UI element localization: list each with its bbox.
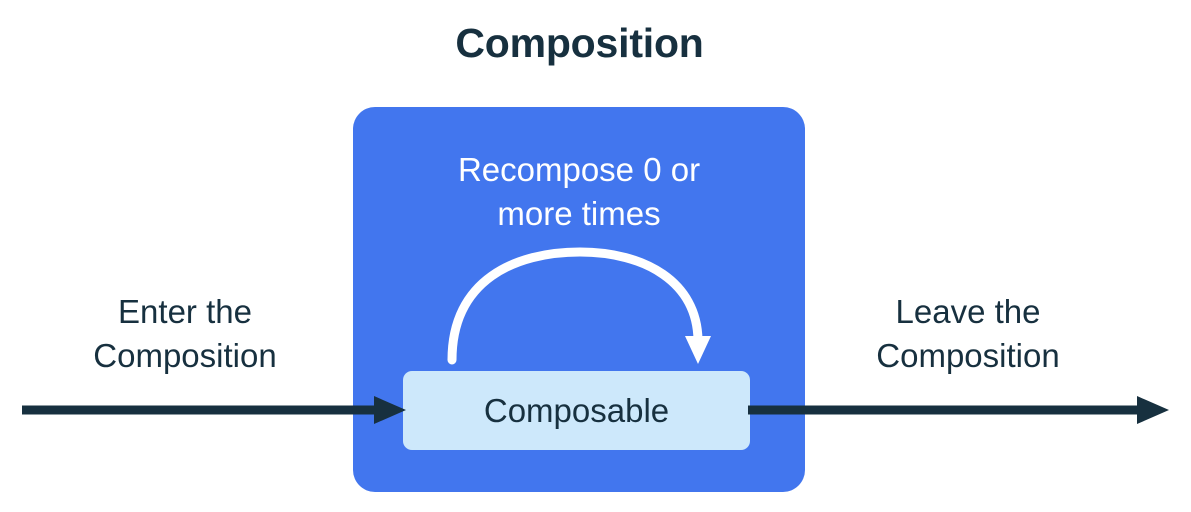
leave-arrow-right-icon: [748, 396, 1169, 424]
enter-composition-caption: Enter the Composition: [93, 293, 277, 374]
enter-arrow-right-icon: [22, 396, 406, 424]
page-title: Composition: [455, 20, 704, 66]
leave-composition-caption: Leave the Composition: [876, 293, 1060, 374]
composable-node: Composable: [403, 371, 750, 450]
composable-label: Composable: [483, 392, 670, 429]
recompose-label: Recompose 0 or more times: [457, 151, 701, 232]
